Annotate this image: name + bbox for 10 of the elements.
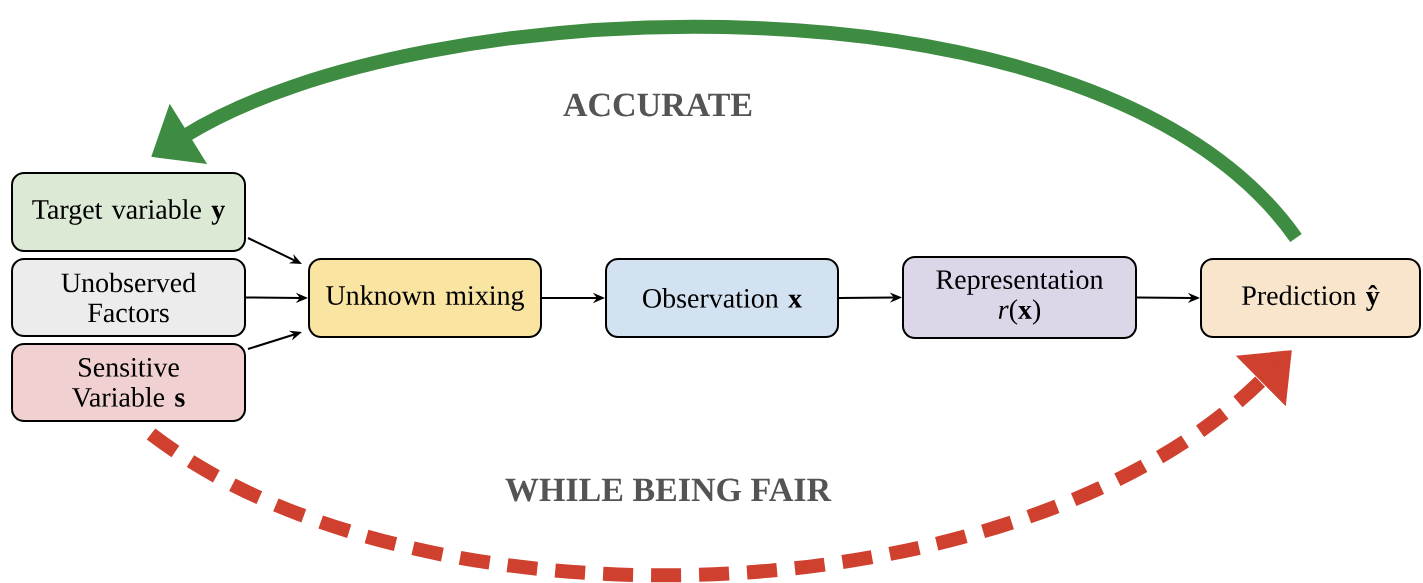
process-box: Unknown mixing (308, 258, 542, 338)
process-box: Observation x (605, 258, 839, 338)
arrow (147, 350, 1292, 582)
edge-label: WHILE BEING FAIR (500, 474, 836, 506)
process-box: Sensitive Variable s (11, 343, 246, 422)
process-box: Target variable y (11, 172, 246, 252)
process-box: Representation r(x) (902, 256, 1137, 339)
edge-label: ACCURATE (558, 89, 758, 121)
process-box: Prediction ŷ (1200, 258, 1421, 338)
process-box: Unobserved Factors (11, 258, 246, 337)
